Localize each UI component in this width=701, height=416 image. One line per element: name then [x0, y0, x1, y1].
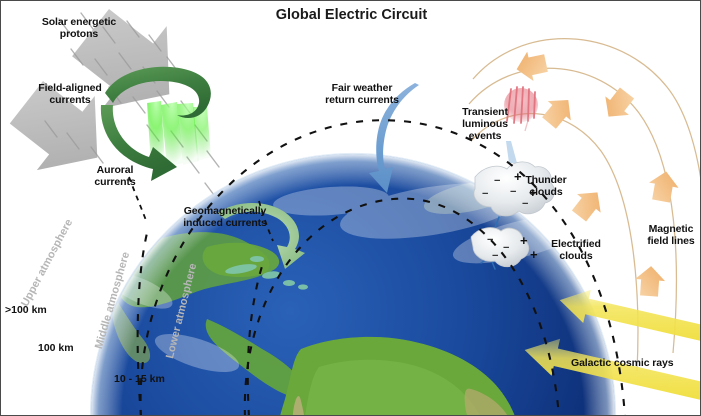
geomagnetically-induced-current-arrow — [217, 202, 305, 269]
thunder-cloud: − − − − − — [473, 161, 555, 217]
svg-text:−: − — [522, 198, 528, 210]
svg-text:−: − — [494, 175, 500, 187]
label-field-aligned-currents: Field-aligned currents — [38, 82, 102, 106]
svg-text:−: − — [482, 188, 488, 200]
label-solar-energetic-protons: Solar energetic protons — [41, 16, 117, 40]
atmosphere-boundaries — [139, 119, 626, 415]
svg-text:+: + — [514, 169, 522, 184]
svg-text:−: − — [510, 186, 516, 198]
svg-text:+: + — [530, 247, 538, 262]
altitude-marker-above-100km: >100 km — [5, 304, 47, 316]
label-electrified-clouds: Electrified clouds — [551, 238, 601, 262]
solar-energetic-proton-arrows — [9, 9, 170, 171]
label-auroral-currents: Auroral currents — [94, 164, 136, 188]
page-title: Global Electric Circuit — [275, 7, 428, 23]
boundary-middle-atmosphere — [243, 197, 560, 415]
altitude-marker-10-15km: 10 - 15 km — [114, 373, 165, 385]
electrified-cloud: − − − — [470, 227, 530, 268]
positive-charge-symbols: + + + + — [514, 169, 538, 262]
label-geomagnetically-induced-currents: Geomagnetically induced currents — [183, 205, 267, 229]
magnetic-field-arrows — [516, 51, 679, 297]
transient-luminous-event-sprite — [504, 86, 538, 132]
altitude-marker-100km: 100 km — [38, 342, 74, 354]
label-magnetic-field-lines: Magnetic field lines — [647, 223, 695, 247]
auroral-leader-line — [128, 176, 148, 224]
svg-text:−: − — [487, 234, 493, 246]
fair-weather-return-current-arrow — [369, 83, 419, 193]
svg-text:−: − — [492, 250, 498, 262]
svg-text:−: − — [503, 242, 509, 254]
label-fair-weather-return-currents: Fair weather return currents — [325, 82, 399, 106]
galactic-cosmic-ray-arrows — [524, 289, 700, 400]
label-galactic-cosmic-rays: Galactic cosmic rays — [571, 357, 674, 369]
svg-text:+: + — [520, 233, 528, 248]
earth-globe — [89, 152, 617, 415]
aurora-curtains — [147, 101, 211, 167]
altitude-guides — [136, 232, 265, 415]
auroral-current-arrow — [100, 66, 211, 181]
geomagnetic-leader-line — [258, 200, 274, 242]
label-transient-luminous-events: Transient luminous events — [462, 106, 508, 142]
svg-text:−: − — [528, 178, 534, 190]
label-thunder-clouds: Thunder clouds — [525, 174, 567, 198]
blue-jet — [506, 141, 517, 163]
svg-text:+: + — [529, 185, 537, 200]
